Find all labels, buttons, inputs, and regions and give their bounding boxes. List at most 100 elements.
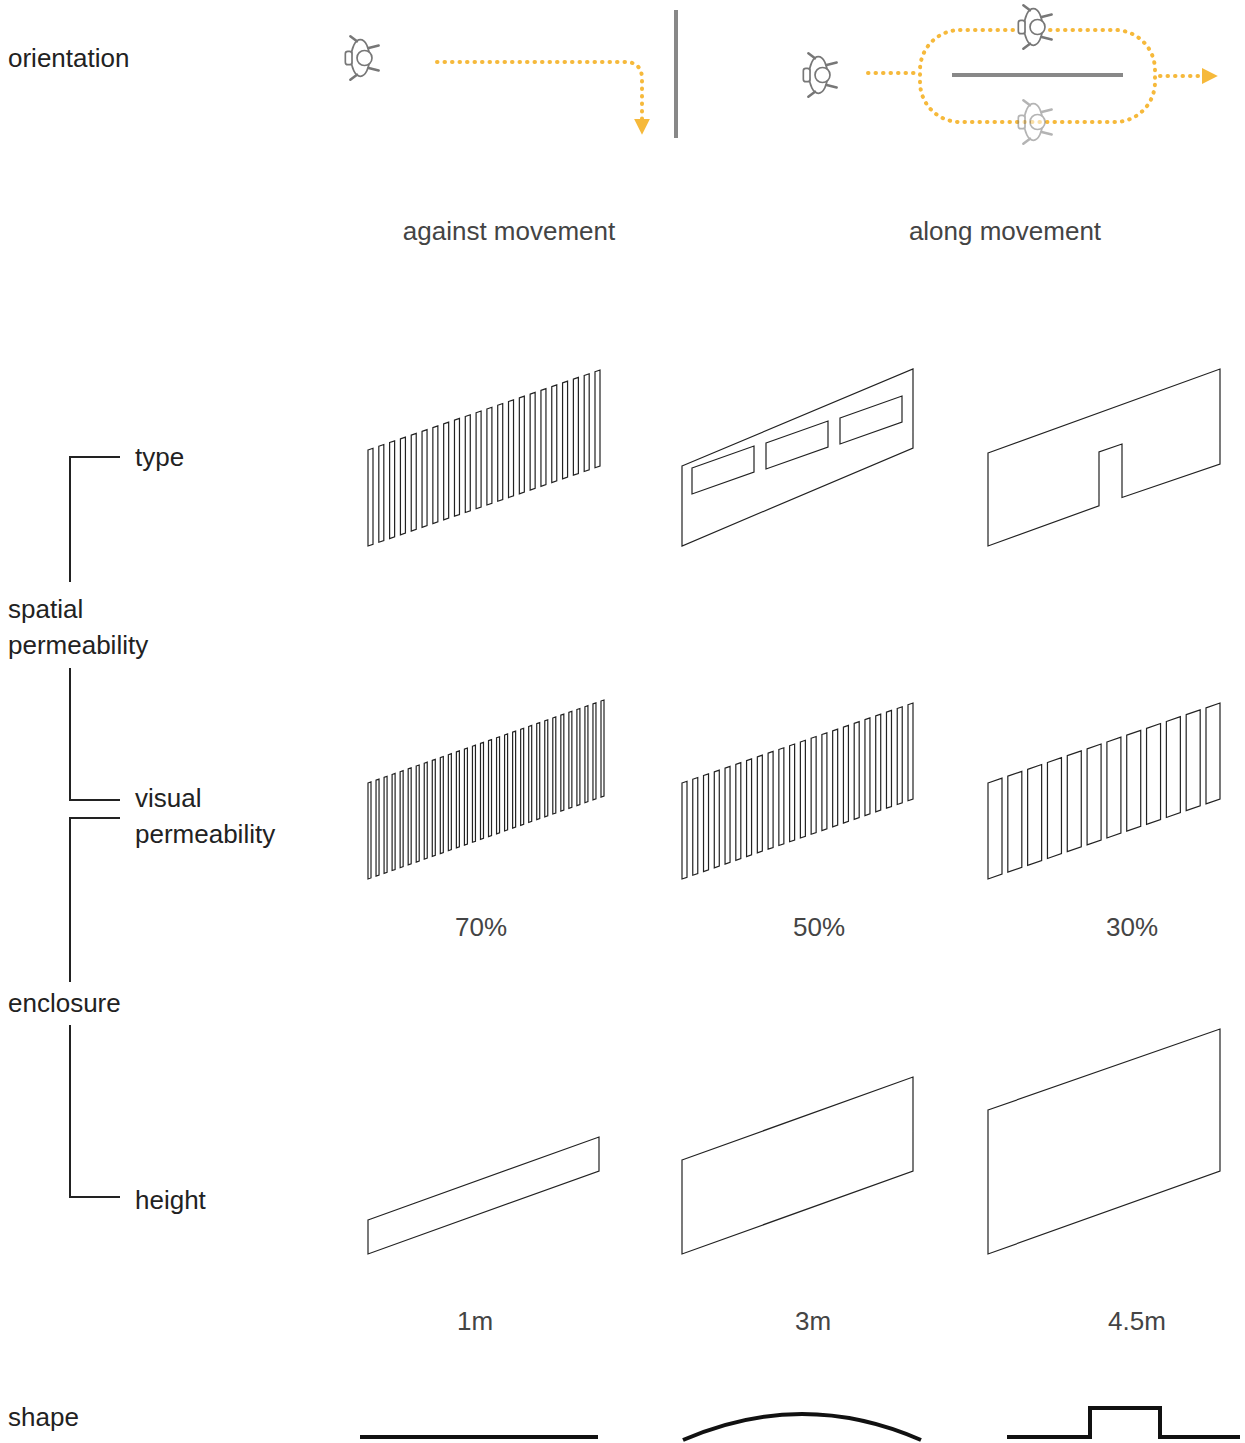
fence-bar [422,430,427,528]
fence-bar [476,411,481,509]
fence-bar [444,422,449,520]
against-movement-figure [345,10,676,138]
fence-bar [876,714,881,812]
fence-bar [448,754,451,851]
value-label: 1m [457,1303,493,1339]
fence-bar [521,728,524,825]
fence-bar [432,759,435,856]
fence-bar [725,766,730,864]
value-label: 30% [1106,909,1158,945]
value-label: 3m [795,1303,831,1339]
wall-shape [360,1408,1240,1440]
fence-bar [408,768,411,865]
fence-bar [833,729,838,827]
fence-bar [577,708,580,805]
fence-bar [563,381,568,479]
fence-bar [1107,737,1121,838]
movement-path [437,62,642,122]
fence-bar [379,445,384,543]
hierarchy-bracket [70,457,120,1197]
fence-bar [988,778,1002,879]
bar-fence [368,370,600,546]
fence-bar [704,774,709,872]
fence-bar [400,771,403,868]
fence-bar [1028,765,1042,866]
wall-line [952,73,1123,77]
fence-bar [505,734,508,831]
fence-bar [569,711,572,808]
fence-bar [411,433,416,531]
walker-icon [803,53,836,96]
fence-bar [1087,744,1101,845]
fence-bar [886,710,891,808]
fence-bar [843,725,848,823]
fence-bar [424,762,427,859]
fence-bar [584,374,589,472]
movement-path [868,71,918,75]
fence-bar [908,703,913,801]
window-wall [682,369,913,546]
fence-bar [1008,771,1022,872]
fence-bar [472,745,475,842]
fence-bar [800,740,805,838]
fence-bar [1166,717,1180,818]
fence-bar [601,700,604,797]
movement-path [1160,74,1205,78]
fence-bar [487,407,492,505]
bar-fence [368,700,1220,879]
walker-ghost-icon [1018,100,1051,143]
fence-bar [573,377,578,475]
fence-bar [561,714,564,811]
walker-icon [1018,5,1051,48]
fence-bar [865,718,870,816]
value-label: 50% [793,909,845,945]
wall-line [674,10,678,138]
fence-bar [384,776,387,873]
fence-bar [1047,758,1061,859]
fence-bar [541,389,546,487]
fence-bar [1186,710,1200,811]
fence-bar [519,396,524,494]
fence-bar [747,759,752,857]
fence-bar [693,778,698,876]
sub-label: type [135,439,184,475]
walker-icon [345,36,378,79]
fence-bar [368,448,373,546]
value-label: 70% [455,909,507,945]
along-movement-figure [803,5,1205,143]
fence-bar [553,717,556,814]
fence-bar [585,706,588,803]
fence-bar [552,385,557,483]
fence-bar [1147,724,1161,825]
fence-bar [1127,730,1141,831]
fence-bar [682,781,687,879]
fence-bar [897,707,902,805]
value-label: 4.5m [1108,1303,1166,1339]
row-label: shape [8,1399,79,1435]
fence-bar [757,755,762,853]
wall-panel [368,1029,1220,1254]
fence-bar [779,748,784,846]
fence-bar [790,744,795,842]
fence-bar [854,722,859,820]
fence-bar [376,779,379,876]
fence-bar [537,723,540,820]
fence-bar [530,392,535,490]
fence-bar [545,720,548,817]
fence-bar [529,725,532,822]
fence-bar [768,751,773,849]
column-label: against movement [403,213,615,249]
fence-bar [440,757,443,854]
fence-bar [400,437,405,535]
fence-bar [811,737,816,835]
fence-bar [593,703,596,800]
fence-bar [416,765,419,862]
row-label: enclosure [8,985,121,1021]
fence-bar [454,418,459,516]
fence-bar [595,370,600,468]
door-wall [988,369,1220,546]
column-label: along movement [909,213,1101,249]
sub-label: height [135,1182,206,1218]
fence-bar [464,748,467,845]
fence-bar [513,731,516,828]
